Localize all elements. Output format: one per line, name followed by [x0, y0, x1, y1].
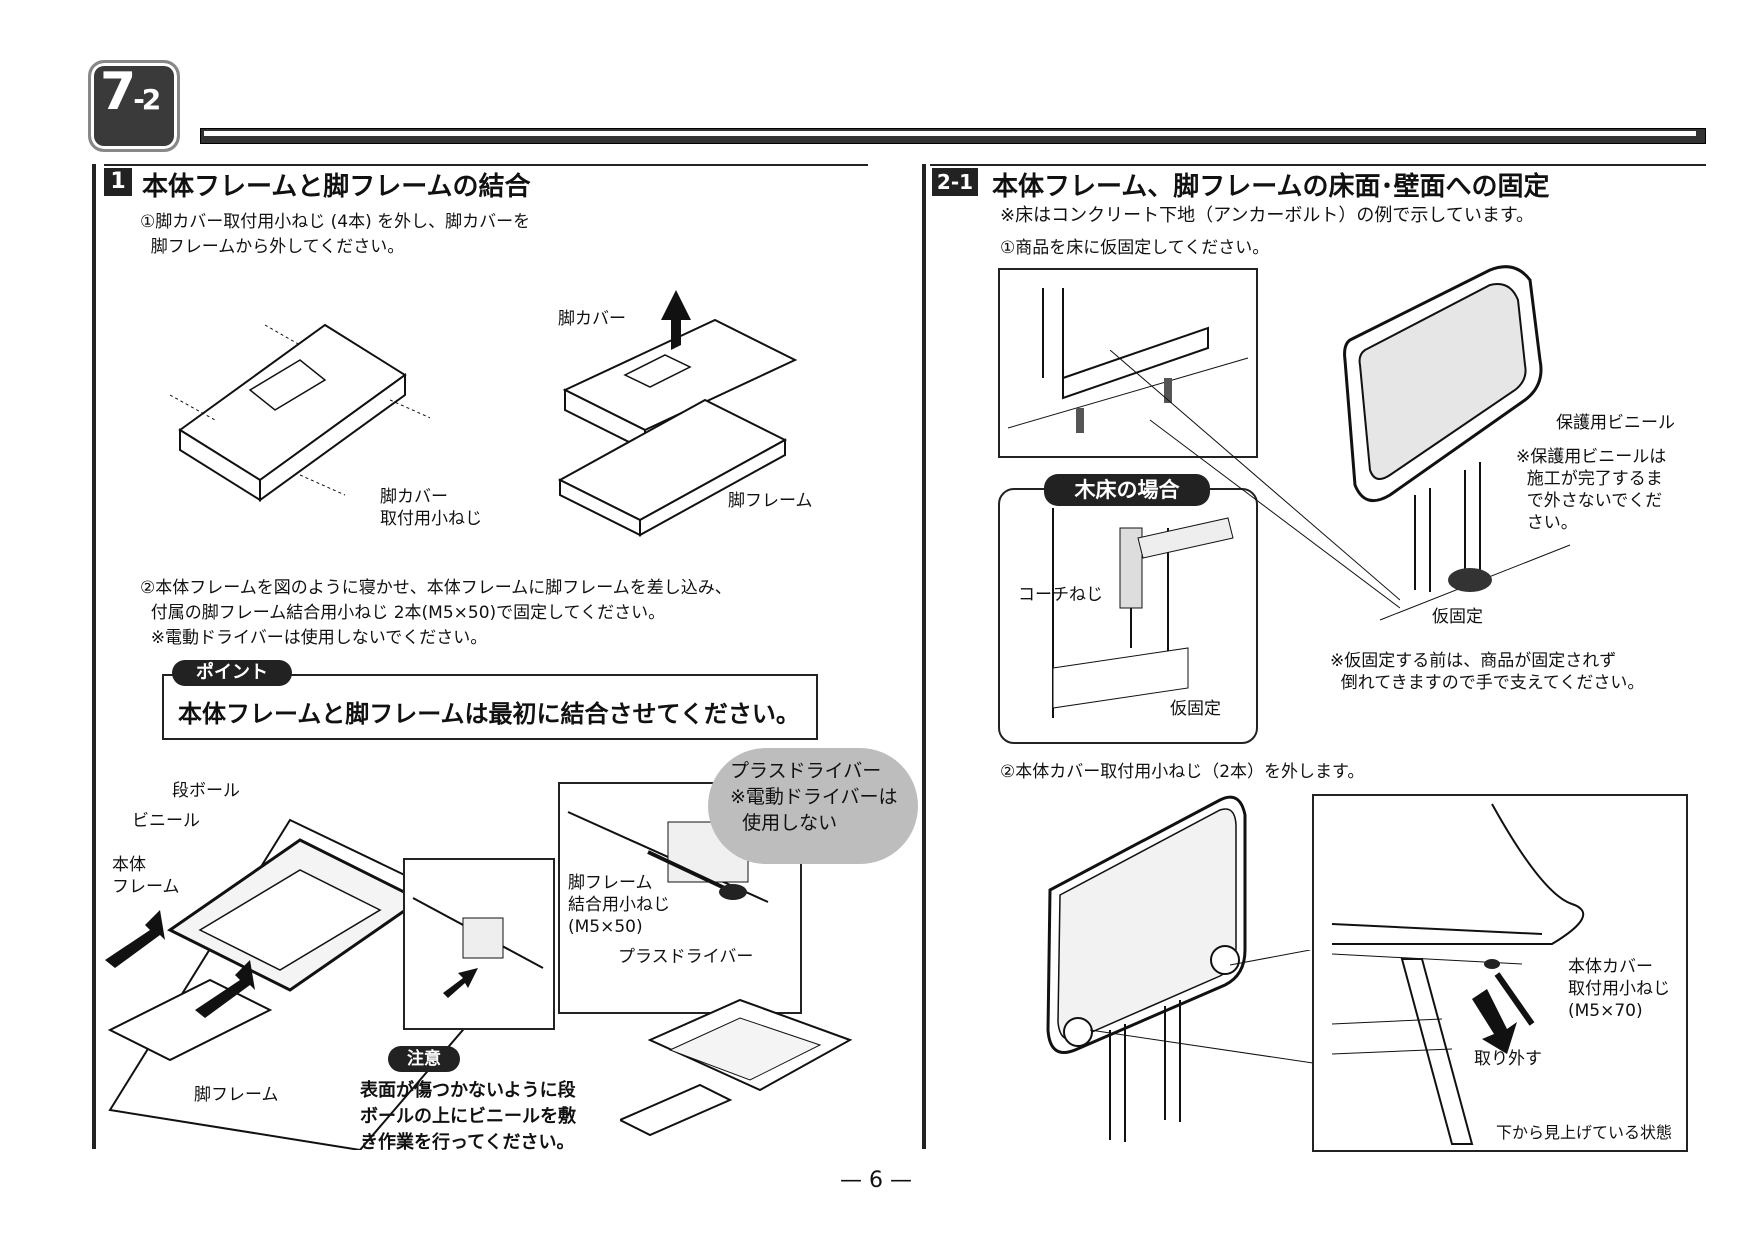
point-box	[162, 674, 818, 740]
header-bar-highlight	[204, 131, 1696, 136]
cover-screw-label: 本体カバー 取付用小ねじ (M5×70)	[1568, 957, 1670, 1021]
point-label: ポイント	[172, 660, 292, 686]
mirror-temp-fix-figure	[1343, 265, 1571, 621]
section-rule-1	[104, 164, 868, 166]
coach-screw-label: コーチねじ	[1018, 585, 1103, 605]
plus-driver-label: プラスドライバー	[618, 947, 754, 967]
step1-text: ①脚カバー取付用小ねじ (4本) を外し、脚カバーを 脚フレームから外してくださ…	[140, 212, 531, 257]
right-step2-text: ②本体カバー取付用小ねじ（2本）を外します。	[1000, 762, 1365, 782]
leg-cover-removal-figure	[557, 290, 798, 537]
point-text: 本体フレームと脚フレームは最初に結合させてください。	[178, 700, 800, 728]
wood-floor-label: 木床の場合	[1044, 474, 1210, 506]
body-frame-label: 本体 フレーム	[112, 855, 180, 897]
concrete-note: ※床はコンクリート下地（アンカーボルト）の例で示しています。	[1000, 205, 1535, 226]
section-title-1: 本体フレームと脚フレームの結合	[142, 172, 531, 202]
vinyl-label: ビニール	[132, 811, 200, 831]
driver-bubble	[708, 748, 918, 864]
anchor-bolt-drawing	[1007, 288, 1249, 433]
chapter-badge-text: 7-2	[100, 62, 161, 122]
leg-cover-screw-label: 脚カバー 取付用小ねじ	[380, 487, 482, 529]
support-note: ※仮固定する前は、商品が固定されず 倒れてきますので手で支えてください。	[1330, 651, 1645, 693]
detail-inset-large-drawing	[567, 811, 769, 903]
callout-lines	[1109, 350, 1400, 609]
view-from-below-label: 下から見上げている状態	[1496, 1123, 1673, 1142]
remove-label: 取り外す	[1474, 1049, 1542, 1069]
detail-inset-small-drawing	[412, 897, 544, 998]
page-number: — 6 —	[840, 1168, 912, 1193]
wood-floor-drawing	[1052, 508, 1234, 718]
leg-cover-label: 脚カバー	[558, 309, 626, 329]
temp-fix-label-2: 仮固定	[1432, 607, 1483, 627]
cardboard-label: 段ボール	[172, 781, 240, 801]
underside-drawing	[1331, 803, 1585, 1145]
leg-cover-screws-figure	[170, 323, 430, 502]
section-rule-2	[930, 164, 1706, 166]
leg-frame-screw-label: 脚フレーム 結合用小ねじ (M5×50)	[568, 873, 670, 937]
frame-assembly-small-figure	[620, 998, 853, 1137]
mirror-cover-figure	[1046, 795, 1247, 1142]
leg-frame-label-top: 脚フレーム	[728, 491, 813, 511]
section-number-1: 1	[104, 168, 132, 196]
section-title-2-1: 本体フレーム、脚フレームの床面･壁面への固定	[992, 172, 1550, 202]
left-column-line	[92, 164, 96, 1149]
right-column-line	[922, 164, 926, 1149]
protect-vinyl-note: ※保護用ビニールは 施工が完了するま で外さないでくだ さい。	[1516, 447, 1667, 533]
underside-detail	[1312, 794, 1688, 1152]
temp-fix-label-1: 仮固定	[1170, 699, 1221, 719]
caution-text: 表面が傷つかないように段 ボールの上にビニールを敷 き作業を行ってください。	[360, 1080, 576, 1153]
right-step1-text: ①商品を床に仮固定してください。	[1000, 238, 1270, 258]
step2-text: ②本体フレームを図のように寝かせ、本体フレームに脚フレームを差し込み、 付属の脚…	[140, 578, 732, 648]
driver-bubble-text: プラスドライバー ※電動ドライバーは 使用しない	[730, 760, 898, 834]
protect-vinyl-label: 保護用ビニール	[1556, 413, 1675, 433]
leg-frame-label-bottom: 脚フレーム	[194, 1085, 279, 1105]
chapter-badge	[88, 60, 180, 152]
caution-label: 注意	[388, 1046, 460, 1072]
section-number-2-1: 2-1	[932, 168, 978, 196]
